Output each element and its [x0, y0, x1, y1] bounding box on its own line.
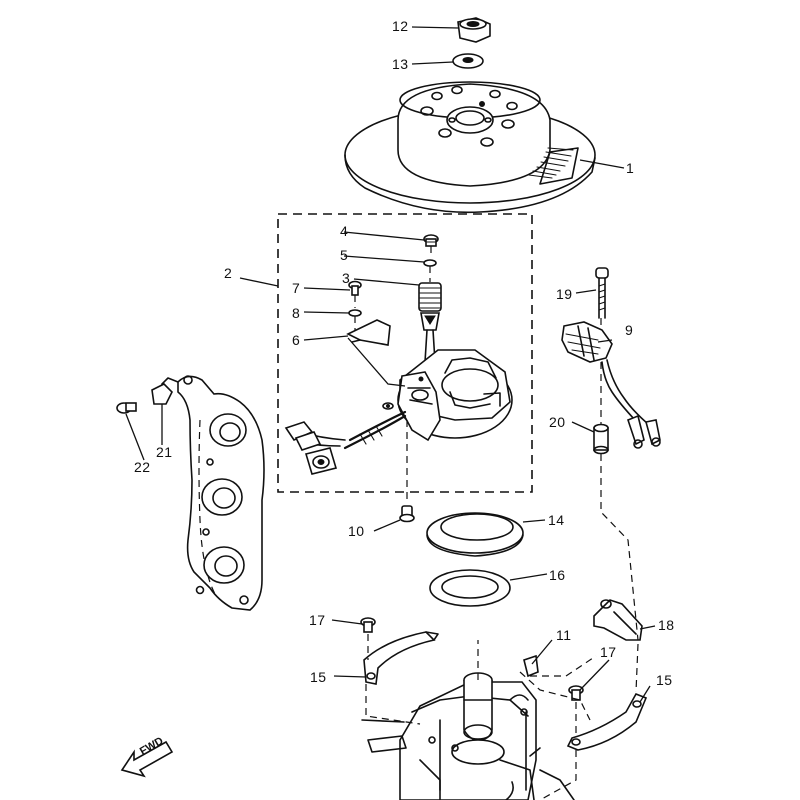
callout-21: 21 — [156, 444, 173, 460]
part-17-screw-left — [360, 617, 376, 633]
callout-14: 14 — [548, 512, 565, 528]
callout-3: 3 — [342, 270, 351, 286]
part-17-screw-right — [568, 685, 584, 701]
part-15-bracket-right — [566, 692, 648, 751]
callout-22: 22 — [134, 459, 151, 475]
part-10-bolt — [399, 505, 415, 523]
stator-assembly-boundary — [277, 213, 533, 493]
part-14-ring — [426, 512, 524, 557]
callout-20: 20 — [549, 414, 566, 430]
callout-8: 8 — [292, 305, 301, 321]
callout-2: 2 — [224, 265, 233, 281]
callout-15-left: 15 — [310, 669, 327, 685]
callout-12: 12 — [392, 18, 409, 34]
part-21-clamp — [151, 377, 179, 405]
stator-base-plate — [382, 349, 513, 442]
part-9-rectifier — [561, 321, 661, 449]
callout-leaders — [125, 26, 656, 703]
callout-6: 6 — [292, 332, 301, 348]
fwd-arrow-icon — [120, 740, 174, 778]
callout-18: 18 — [658, 617, 675, 633]
part-4-screw — [423, 234, 439, 247]
callout-9: 9 — [625, 322, 634, 338]
part-15-bracket-left — [363, 631, 439, 685]
callout-16: 16 — [549, 567, 566, 583]
callout-10: 10 — [348, 523, 365, 539]
callout-15-right: 15 — [656, 672, 673, 688]
part-16-washer-ring — [429, 569, 511, 607]
manifold-plate — [177, 375, 265, 611]
assembly-guide-lines — [354, 246, 639, 800]
callout-13: 13 — [392, 56, 409, 72]
part-1-flywheel — [344, 81, 596, 214]
callout-11: 11 — [556, 627, 572, 643]
callout-19: 19 — [556, 286, 573, 302]
part-18-clip — [593, 599, 643, 641]
stator-wire-harness — [284, 410, 407, 475]
callout-17-left: 17 — [309, 612, 326, 628]
crankcase-top — [361, 672, 575, 800]
part-22-screw — [116, 402, 137, 414]
part-12-nut — [457, 17, 491, 43]
callout-17-right: 17 — [600, 644, 617, 660]
part-13-washer — [452, 53, 484, 69]
part-6-bracket — [346, 319, 391, 346]
part-3-coil — [418, 282, 442, 379]
part-5-washer — [423, 259, 437, 267]
callout-7: 7 — [292, 280, 301, 296]
part-20-collar — [593, 423, 609, 455]
part-19-bolt — [595, 267, 609, 319]
part-8-washer — [348, 309, 362, 317]
callout-4: 4 — [340, 223, 349, 239]
callout-1: 1 — [626, 160, 635, 176]
part-7-screw — [348, 280, 362, 296]
callout-5: 5 — [340, 247, 349, 263]
